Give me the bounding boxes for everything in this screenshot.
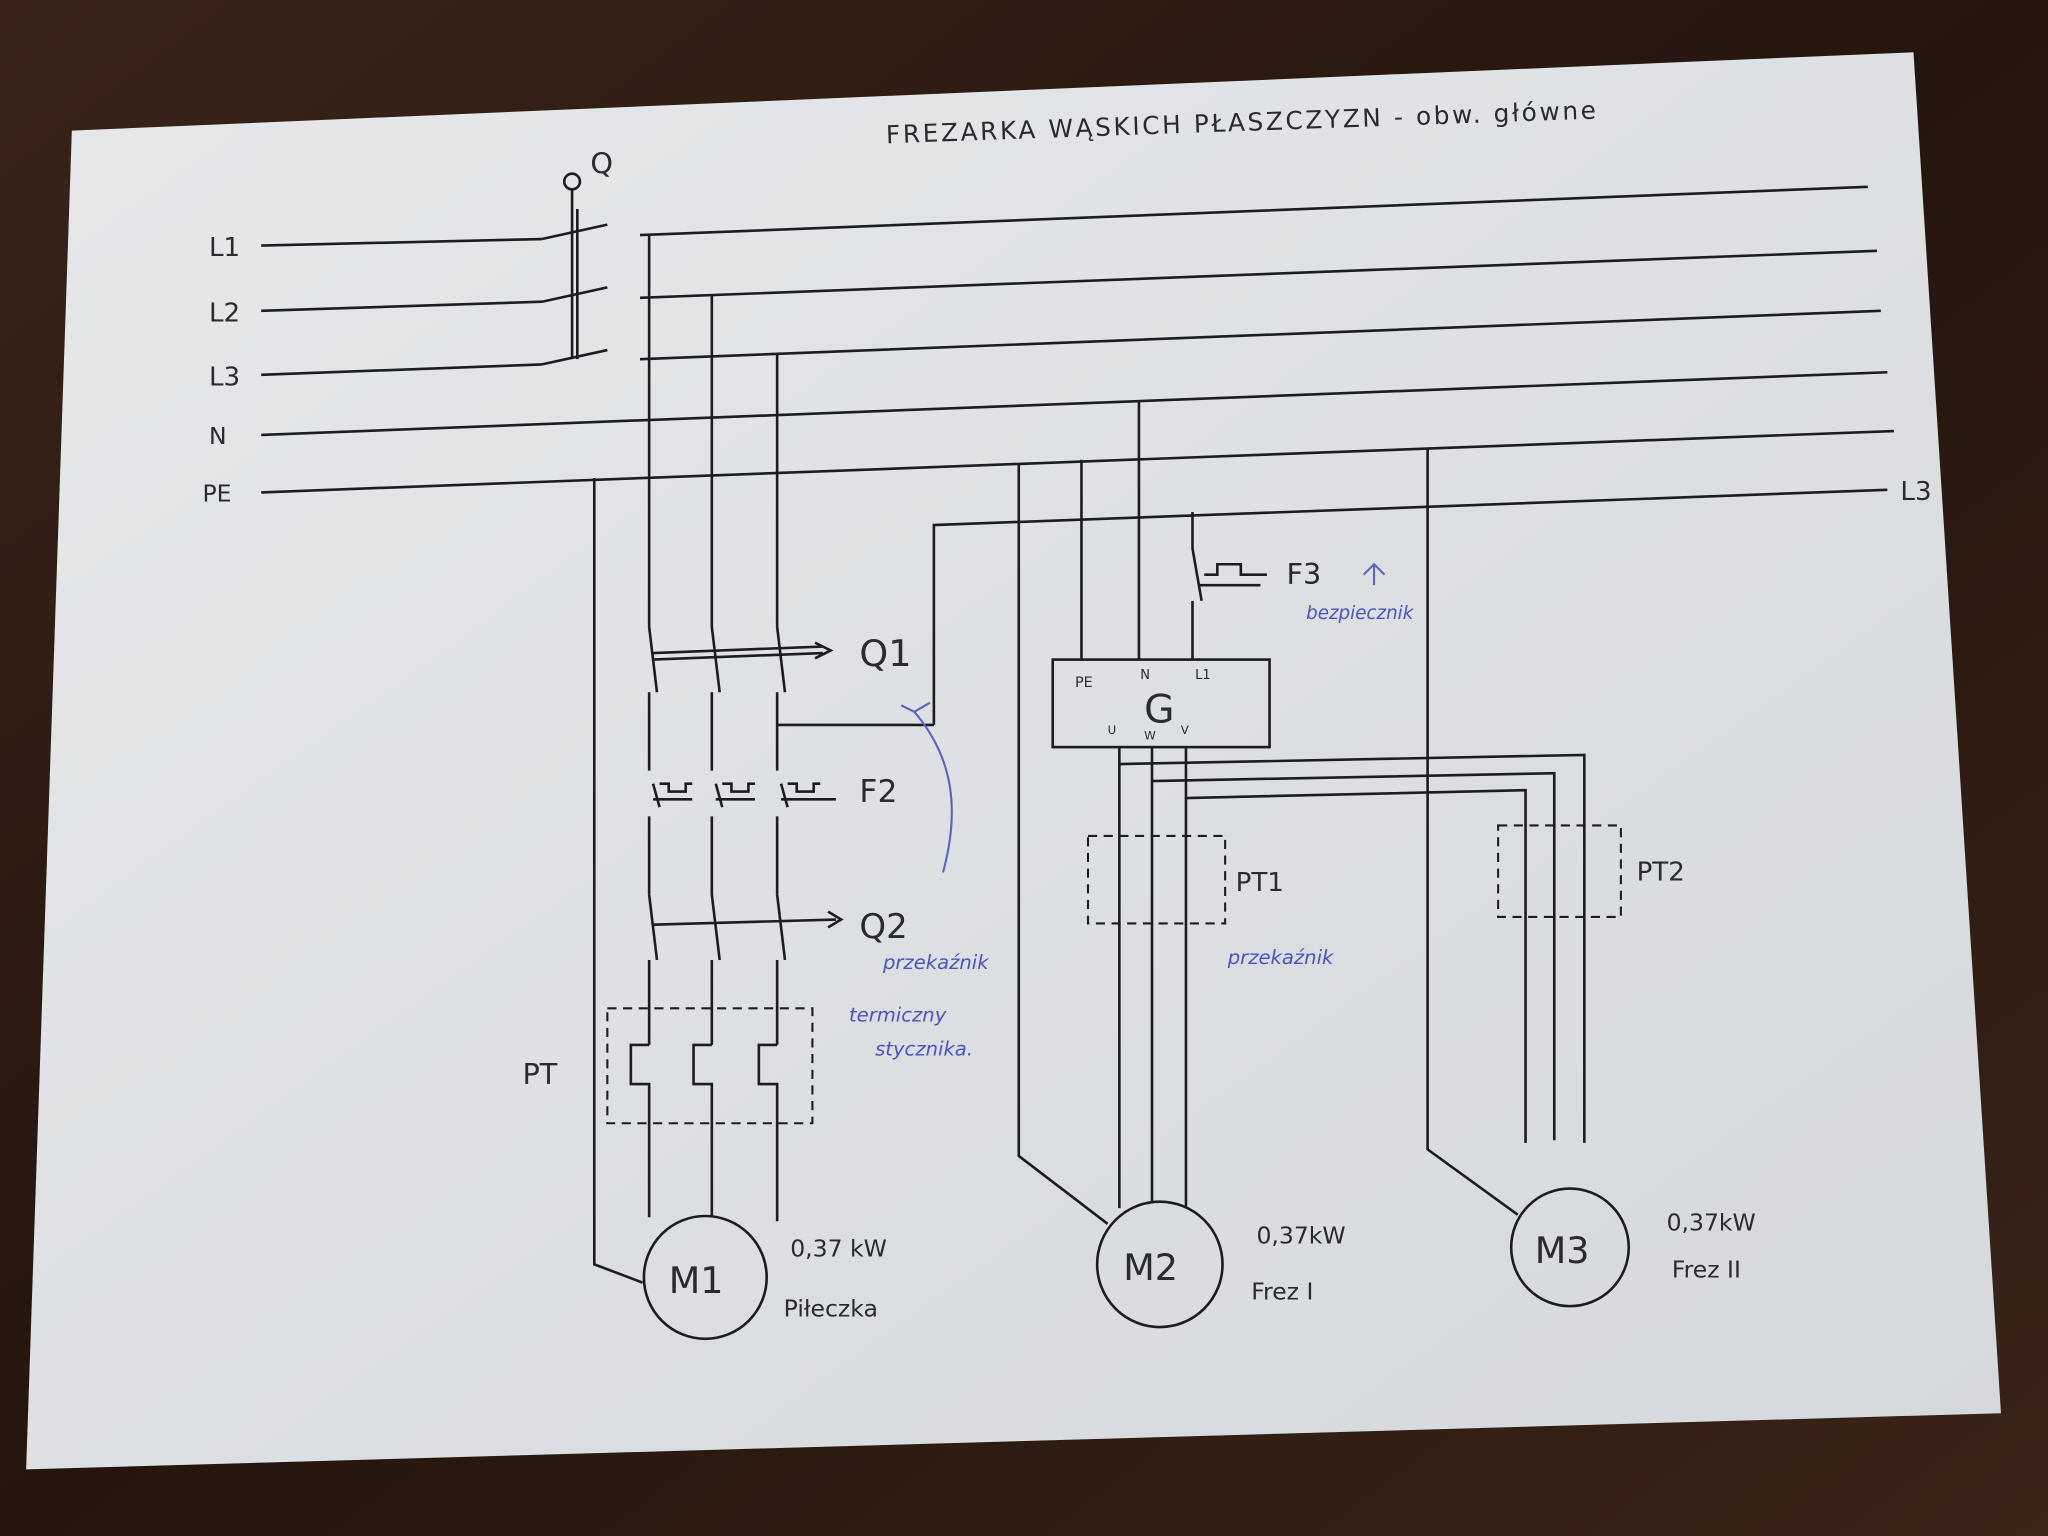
motor-m1: M1 0,37 kW Piłeczka xyxy=(642,1214,887,1341)
paper-sheet xyxy=(26,52,2001,1470)
main-switch-q: Q xyxy=(541,147,613,366)
note-f3: bezpiecznik xyxy=(1306,603,1415,624)
label-f3: F3 xyxy=(1287,557,1322,591)
motor-power: 0,37 kW xyxy=(790,1234,887,1262)
note-q2-2: termiczny xyxy=(849,1003,947,1026)
label-f2: F2 xyxy=(859,774,897,810)
motor-name: Frez II xyxy=(1672,1255,1741,1283)
label-pt: PT xyxy=(522,1057,557,1091)
m1-branch: Q1 F2 Q2 PT xyxy=(522,235,934,1284)
m2-m3-branch: PT1 PT2 xyxy=(1017,447,1685,1225)
label-q: Q xyxy=(590,147,613,181)
label-l2: L2 xyxy=(209,298,240,328)
motor-m3: M3 0,37kW Frez II xyxy=(1509,1187,1756,1308)
label-l3-right: L3 xyxy=(1900,477,1931,507)
g-terminal-n: N xyxy=(1140,668,1150,683)
motor-id: M1 xyxy=(669,1259,724,1302)
label-pt1: PT1 xyxy=(1236,868,1284,898)
label-pe: PE xyxy=(202,480,231,508)
g-terminal-w: W xyxy=(1144,728,1156,742)
label-g: G xyxy=(1144,687,1174,732)
g-terminal-u: U xyxy=(1108,723,1117,737)
bus-lines xyxy=(261,185,1894,725)
note-q2-3: stycznika. xyxy=(875,1037,973,1060)
motor-name: Frez I xyxy=(1251,1278,1313,1306)
motor-name: Piłeczka xyxy=(784,1295,878,1323)
frequency-converter-g: PE N L1 G U W V F3 xyxy=(1051,400,1386,749)
label-l1: L1 xyxy=(209,233,240,263)
g-terminal-l1: L1 xyxy=(1195,668,1211,683)
label-pt2: PT2 xyxy=(1637,857,1685,887)
g-terminal-pe: PE xyxy=(1075,675,1093,691)
note-q2-1: przekaźnik xyxy=(882,951,989,974)
label-q2: Q2 xyxy=(859,907,907,947)
motor-power: 0,37kW xyxy=(1256,1221,1345,1249)
label-q1: Q1 xyxy=(859,632,911,675)
g-terminal-v: V xyxy=(1181,723,1189,737)
handwritten-notes: przekaźnik termiczny stycznika. bezpiecz… xyxy=(849,603,1415,1060)
note-pt1: przekaźnik xyxy=(1227,946,1334,969)
motor-id: M3 xyxy=(1535,1229,1590,1272)
motor-m2: M2 0,37kW Frez I xyxy=(1095,1200,1346,1329)
label-n: N xyxy=(209,422,227,450)
motor-power: 0,37kW xyxy=(1667,1208,1756,1236)
label-l3: L3 xyxy=(209,362,240,392)
motor-id: M2 xyxy=(1123,1246,1178,1289)
